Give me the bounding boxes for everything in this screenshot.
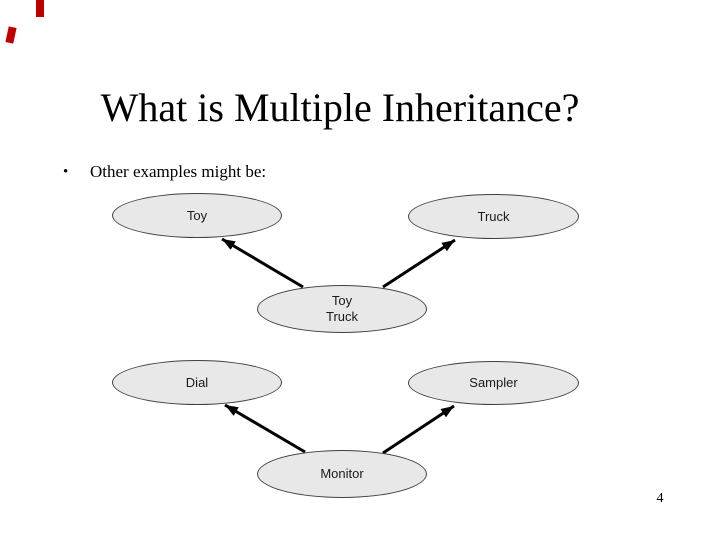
arrow-toytruck-to-truck [382,238,456,289]
node-label: Toy [186,207,208,223]
diagram-node-monitor: Monitor [257,450,427,498]
bullet-item: • Other examples might be: [63,162,266,182]
slide-page-number: 4 [656,491,664,506]
diagram-node-truck: Truck [408,194,579,239]
bullet-text: Other examples might be: [90,162,267,181]
diagram-node-sampler: Sampler [408,361,579,405]
node-label: Monitor [320,466,364,481]
arrow-toytruck-to-toy [221,237,304,289]
arrow-monitor-to-dial [224,403,306,454]
node-label: Sampler [469,375,518,390]
red-corner-mark [36,0,44,17]
slide-title: What is Multiple Inheritance? [100,85,580,130]
arrow-monitor-to-sampler [382,404,455,455]
red-corner-mark [5,26,17,44]
node-label: Dial [185,374,209,390]
node-label-line1: Toy [331,293,353,308]
node-label-line2: Truck [325,309,359,324]
diagram-node-toy-truck: Toy Truck [257,285,427,333]
diagram-node-toy: Toy [112,193,282,238]
bullet-icon: • [63,164,69,180]
diagram-node-dial: Dial [112,360,282,405]
node-label: Truck [477,208,510,224]
